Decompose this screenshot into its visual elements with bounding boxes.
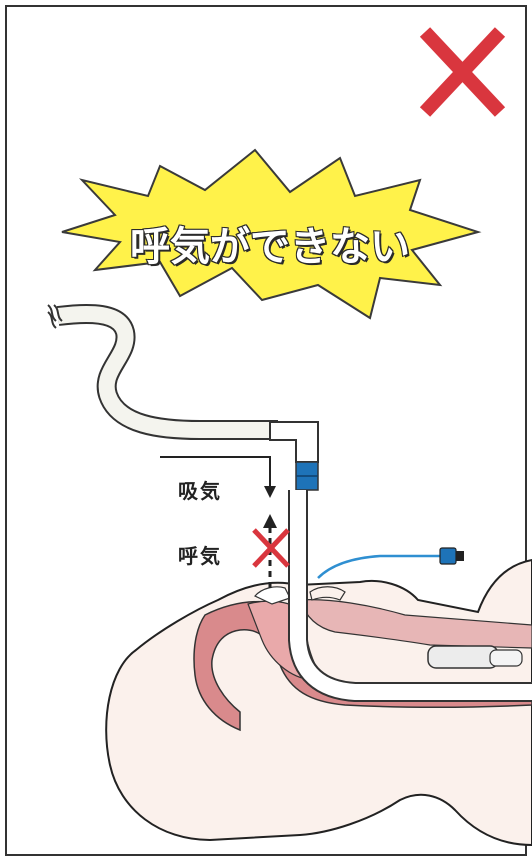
inhale-label: 吸気 [178,479,222,503]
exhale-arrow-icon [263,514,277,528]
upper-airway [299,599,532,649]
wrong-cross-icon [419,27,506,117]
inhale-arrow-icon [264,486,276,498]
tube-cuff [427,645,499,669]
pilot-line [317,554,440,579]
exhale-label: 呼気 [178,544,222,568]
inhale-flow-line [160,456,271,488]
breathing-hose-inner [57,305,278,438]
warning-burst-shape [61,148,482,320]
warning-burst-text: 呼気ができない [129,223,411,271]
blocked-cross-icon [252,528,290,568]
upper-lip [309,586,346,601]
endotracheal-tube-inner [290,490,532,700]
hose-break-icon [47,304,63,329]
pilot-balloon-icon [439,547,464,565]
